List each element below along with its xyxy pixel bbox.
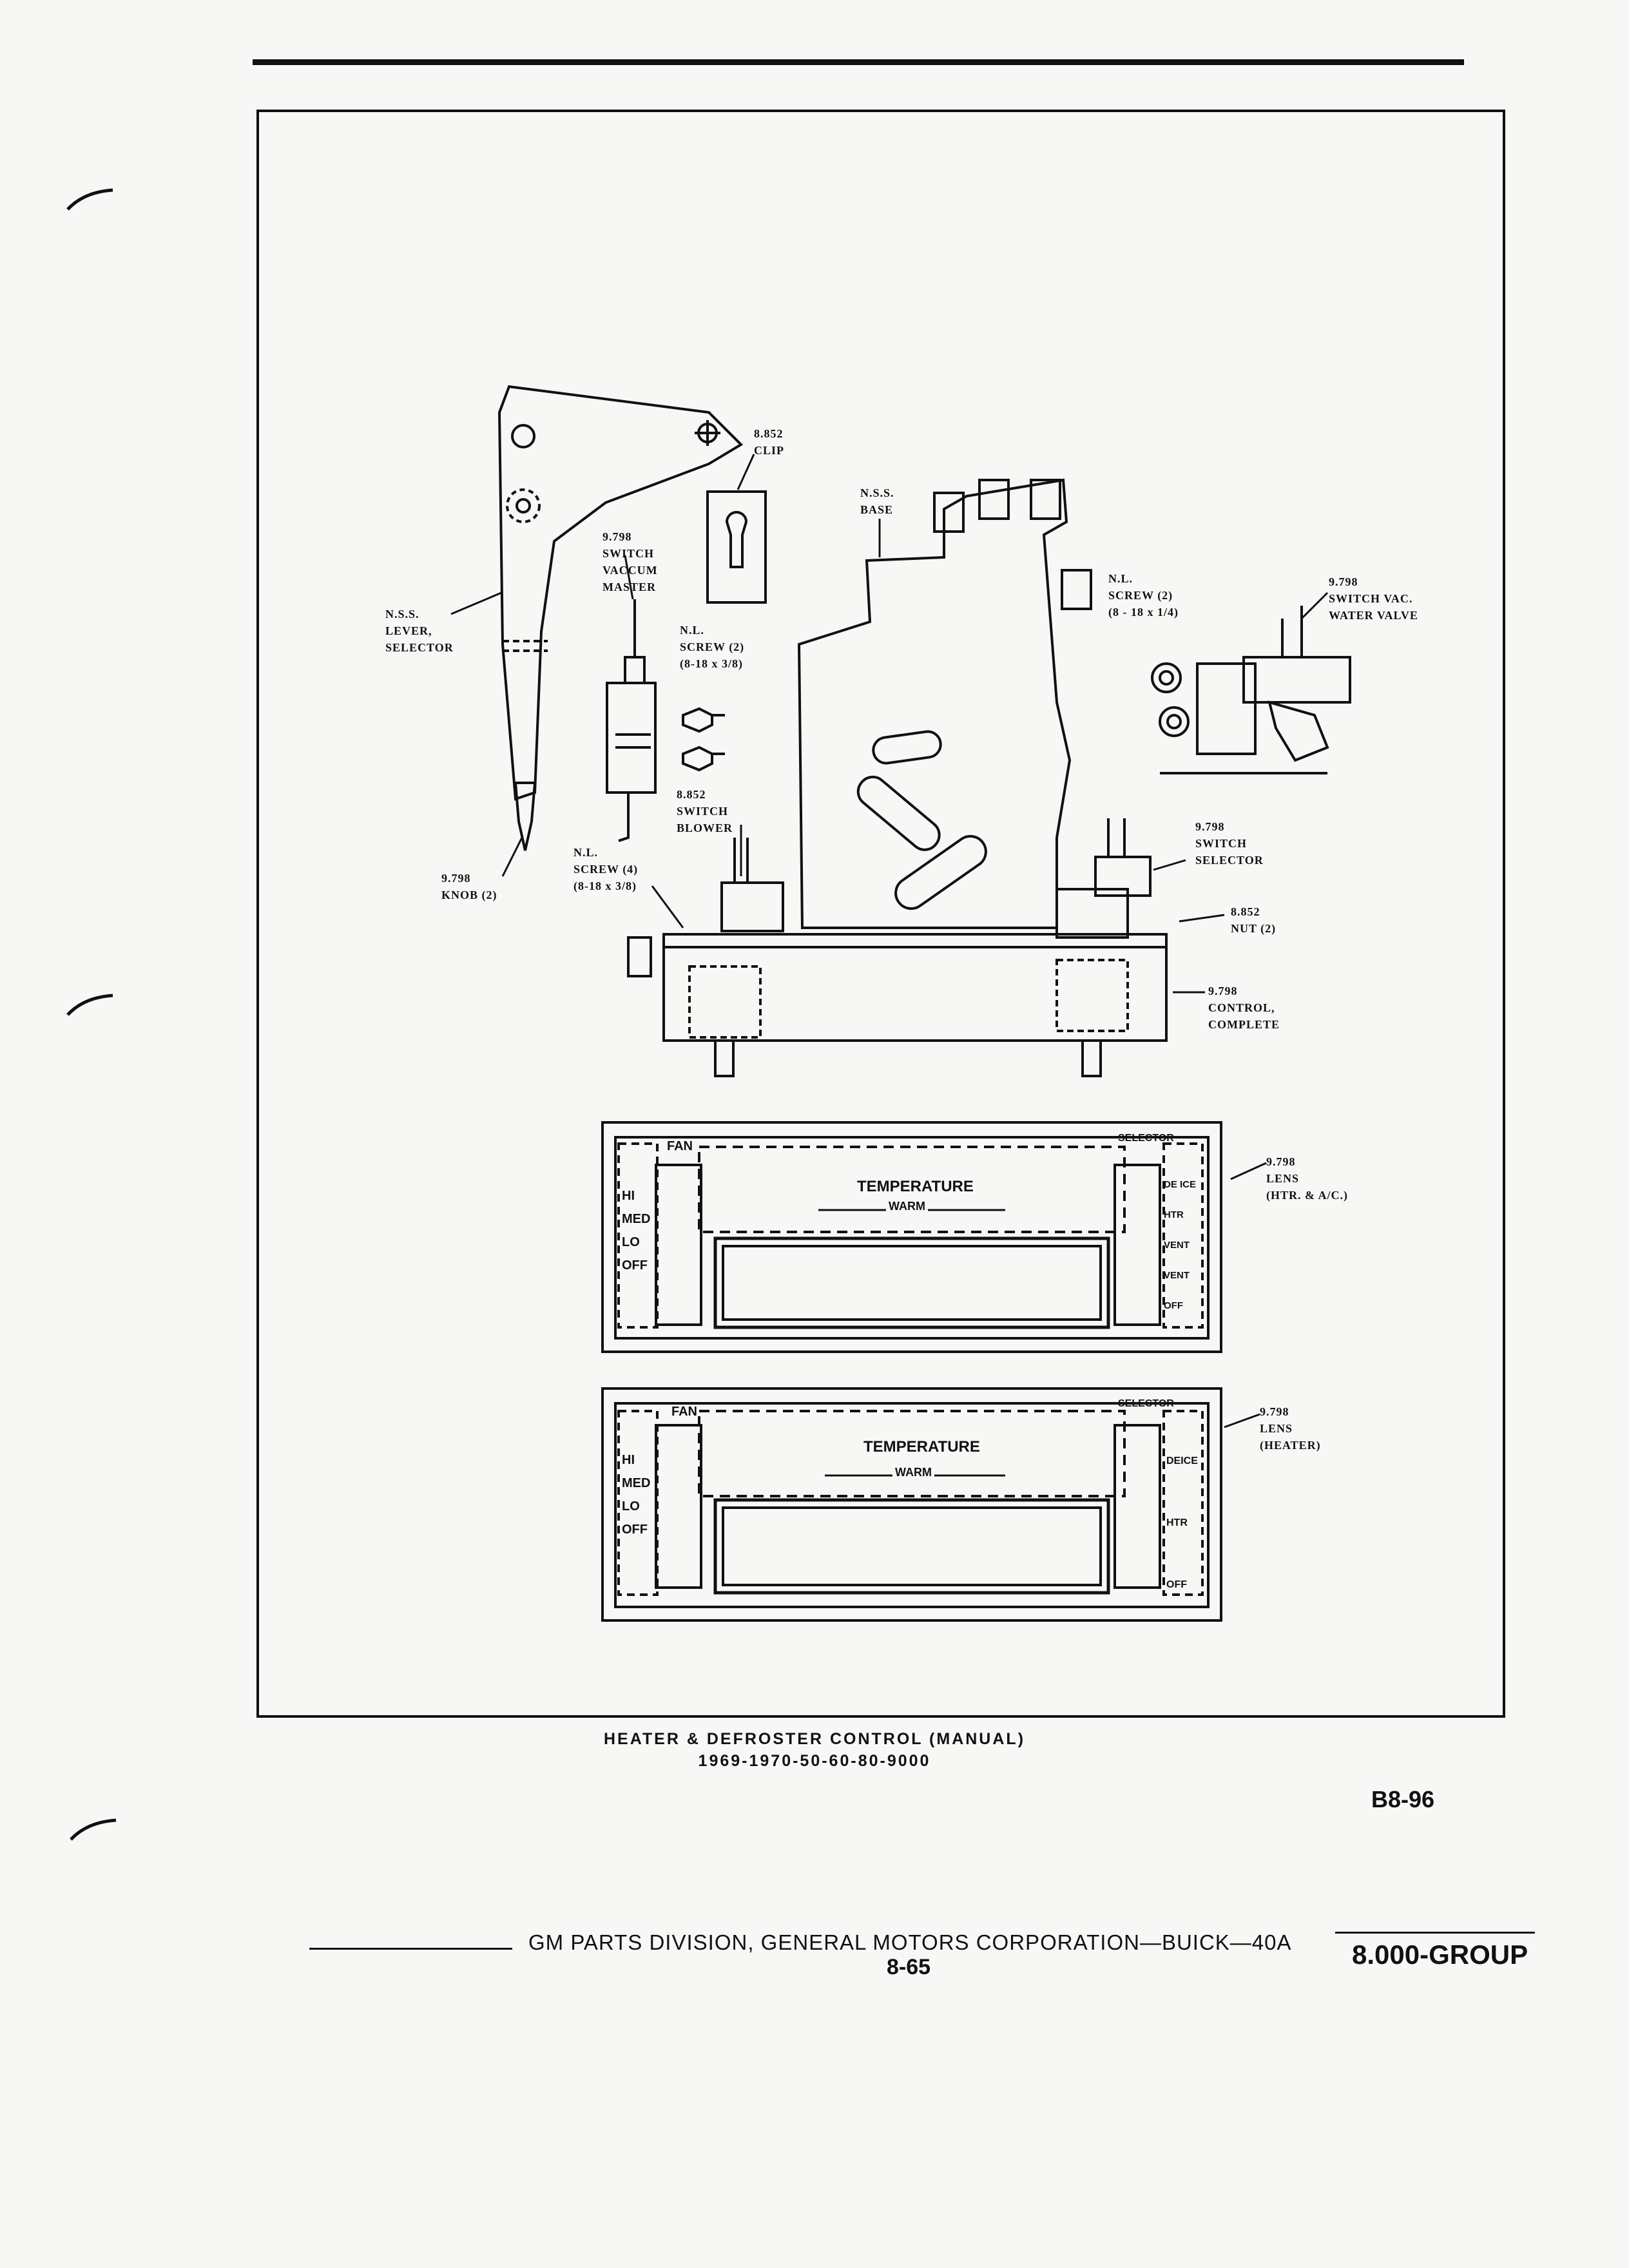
caption-years: 1969-1970-50-60-80-9000 [698, 1752, 931, 1770]
figure-frame [256, 110, 1505, 1718]
lens-heater-fan-label: FAN [671, 1405, 697, 1419]
parts-diagram [450, 385, 1351, 1622]
water-valve-switch [1160, 606, 1351, 774]
label-base-screw: N.L.SCREW (2)(8 - 18 x 1/4) [1108, 572, 1179, 619]
label-base: N.S.S.BASE [860, 486, 894, 516]
base-plate [797, 478, 1092, 929]
lens-heater-selector-label: SELECTOR [1118, 1398, 1174, 1409]
selector-lever [497, 385, 744, 851]
figure-caption: HEATER & DEFROSTER CONTROL (MANUAL) 1969… [0, 1728, 1629, 1772]
small-screws [682, 707, 725, 772]
lens-heater-warm: WARM [892, 1466, 934, 1479]
control-assembly [627, 818, 1168, 1077]
label-small-screw: N.L.SCREW (2)(8-18 x 3/8) [680, 624, 745, 670]
footer-rule-right [1335, 1932, 1535, 1934]
label-lever: N.S.S.LEVER,SELECTOR [385, 608, 454, 654]
top-rule [253, 59, 1464, 65]
lens-ac-selector-label: SELECTOR [1118, 1133, 1174, 1144]
lens-heater-panel [601, 1387, 1222, 1622]
vacuum-master-switch [606, 599, 657, 842]
clip-part [706, 490, 767, 604]
scan-mark [70, 1818, 117, 1841]
page-number: 8-65 [887, 1955, 931, 1979]
scan-mark [66, 994, 113, 1016]
lens-heater-temperature: TEMPERATURE [863, 1438, 980, 1456]
lens-ac-warm: WARM [886, 1200, 928, 1213]
footer-rule-left [309, 1948, 512, 1950]
scan-mark [66, 188, 113, 211]
lens-ac-panel [601, 1121, 1222, 1353]
footer-publisher: GM PARTS DIVISION, GENERAL MOTORS CORPOR… [528, 1930, 1292, 1954]
caption-title: HEATER & DEFROSTER CONTROL (MANUAL) [603, 1730, 1026, 1748]
label-four-screws: N.L.SCREW (4)(8-18 x 3/8) [574, 846, 639, 892]
lens-ac-fan-label: FAN [667, 1139, 693, 1153]
group-number: 8.000-GROUP [1352, 1939, 1528, 1970]
lens-ac-temperature: TEMPERATURE [857, 1178, 974, 1195]
figure-code: B8-96 [1371, 1786, 1435, 1812]
